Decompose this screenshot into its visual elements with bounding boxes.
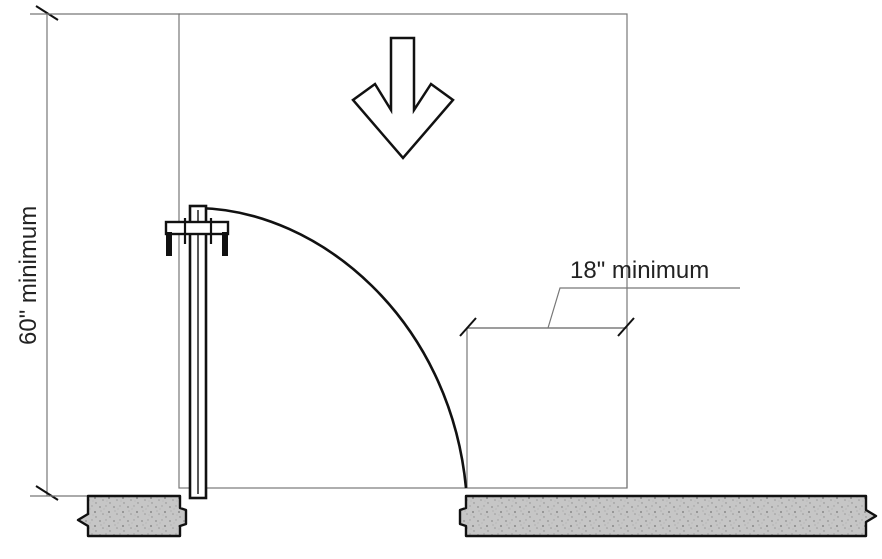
wall-section-left xyxy=(76,494,188,538)
wall-section-right xyxy=(458,494,878,538)
width-dimension-label: 18" minimum xyxy=(570,257,709,284)
latch-clearance-box xyxy=(467,327,628,488)
door-handle xyxy=(164,218,230,256)
down-arrow-icon xyxy=(351,36,455,160)
clear-floor-space xyxy=(178,13,628,489)
width-dimension: 18" minimum xyxy=(459,257,740,337)
door-swing-arc xyxy=(197,206,468,489)
height-dimension: 60" minimum xyxy=(15,5,180,501)
height-dimension-label: 60" minimum xyxy=(15,206,42,345)
